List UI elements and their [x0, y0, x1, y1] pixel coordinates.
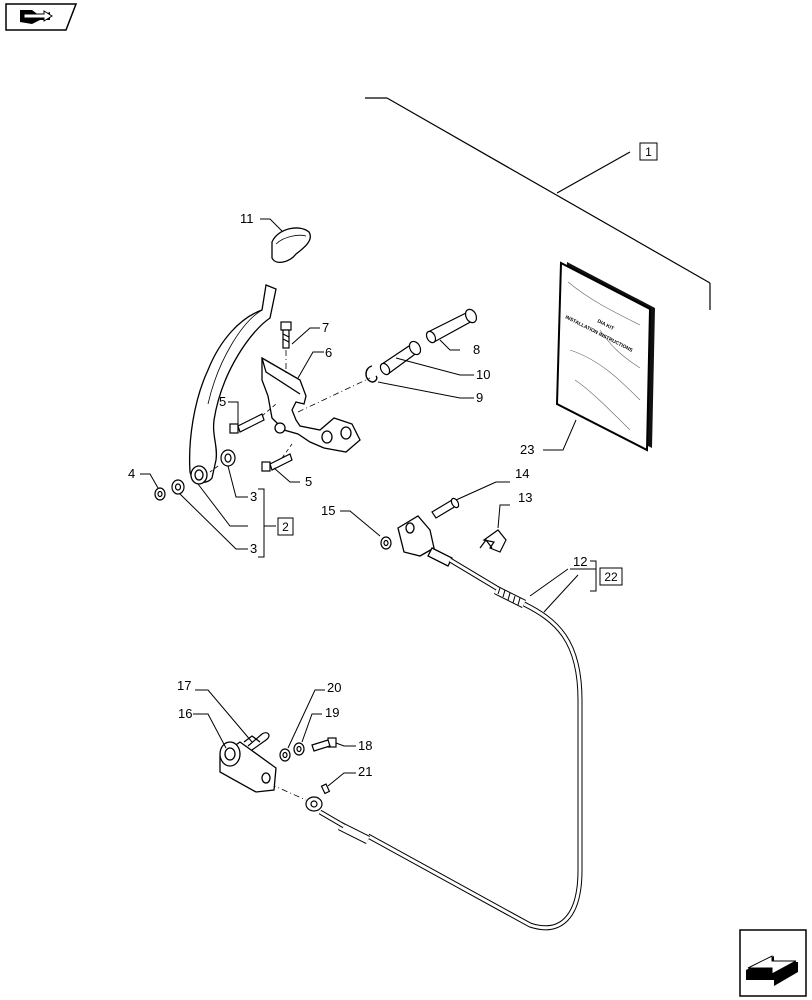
callout-12: 12: [573, 554, 587, 569]
callout-18: 18: [358, 738, 372, 753]
pin-21: [320, 783, 331, 795]
bushing-10: [379, 340, 422, 376]
callout-15: 15: [321, 503, 335, 518]
cable-end-fitting: [305, 796, 323, 812]
callout-23: 23: [520, 442, 534, 457]
callout-20: 20: [327, 680, 341, 695]
callout-17: 17: [177, 678, 191, 693]
installation-manual: DIA KIT INSTALLATION INSTRUCTIONS: [555, 261, 655, 452]
callout-6: 6: [325, 345, 332, 360]
callout-16: 16: [178, 706, 192, 721]
prev-page-arrow-icon[interactable]: [5, 3, 78, 31]
retaining-clip-13: [479, 529, 507, 553]
callout-3-lower: 3: [250, 541, 257, 556]
washer-20: [279, 748, 291, 762]
callout-14: 14: [515, 466, 529, 481]
callout-21: 21: [358, 764, 372, 779]
washer-3: [171, 479, 185, 495]
clevis-pin-14: [431, 497, 460, 519]
callout-9: 9: [476, 390, 483, 405]
kit-bracket-lines: [365, 97, 711, 310]
bolt-5-upper: [229, 413, 265, 434]
callout-box-1: 1: [639, 142, 658, 161]
callout-7: 7: [322, 320, 329, 335]
pivot-spacer: [220, 449, 236, 467]
pin-8: [425, 308, 478, 344]
lever-arm: [189, 284, 277, 485]
control-cable: [318, 557, 583, 931]
callout-10: 10: [476, 367, 490, 382]
callout-19: 19: [325, 705, 339, 720]
callout-box-22: 22: [599, 567, 623, 586]
bolt-18: [311, 737, 337, 752]
nut-4: [154, 487, 166, 501]
callout-2: 2: [282, 520, 289, 534]
callout-13: 13: [518, 490, 532, 505]
cable-clamp-16: [219, 735, 277, 793]
nut-15: [380, 536, 392, 550]
callout-5-lower: 5: [305, 474, 312, 489]
callout-box-2: 2: [277, 517, 294, 536]
callout-3-upper: 3: [250, 489, 257, 504]
clevis: [397, 515, 453, 567]
next-page-arrow-icon[interactable]: [739, 929, 807, 997]
callout-1: 1: [645, 145, 652, 159]
callout-5-upper: 5: [219, 394, 226, 409]
bolt-7: [280, 321, 292, 349]
bolt-5-lower: [261, 453, 293, 472]
knob: [271, 227, 311, 264]
callout-8: 8: [473, 342, 480, 357]
spring-clip-17: [247, 732, 270, 751]
retaining-clip-9: [365, 365, 378, 383]
callout-4: 4: [128, 466, 135, 481]
callout-22: 22: [604, 570, 618, 584]
bracket-2-lines: [179, 465, 276, 558]
callout-11: 11: [240, 211, 254, 226]
washer-19: [293, 742, 305, 756]
lever-bracket: [261, 356, 361, 453]
